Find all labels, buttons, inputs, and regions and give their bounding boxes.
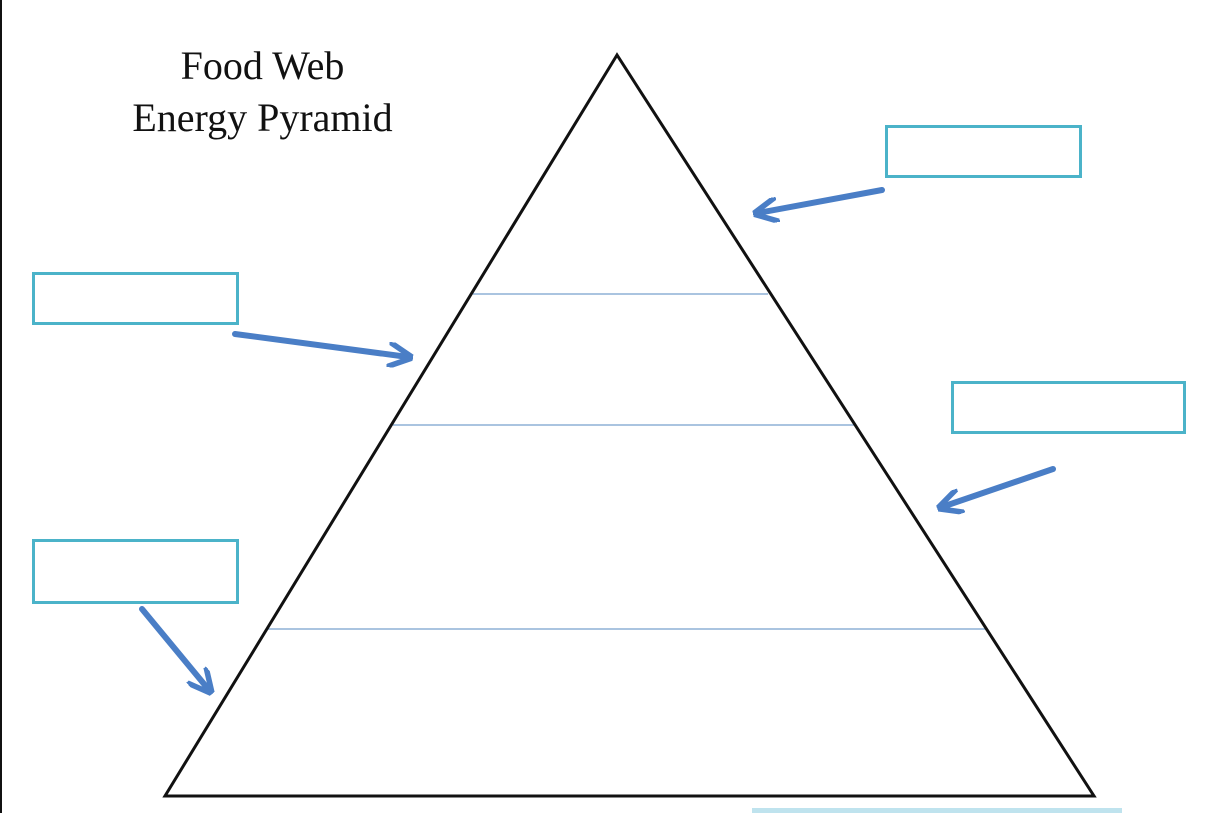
page-left-border	[0, 0, 2, 813]
label-box-middle-right[interactable]	[951, 381, 1186, 434]
pyramid-outline	[162, 52, 1097, 798]
arrow-top-right	[758, 187, 885, 213]
label-box-lower-left[interactable]	[32, 539, 239, 604]
title-line-2: Energy Pyramid	[132, 95, 393, 140]
diagram-title: Food Web Energy Pyramid	[100, 40, 425, 144]
label-box-top-right[interactable]	[885, 125, 1082, 178]
title-line-1: Food Web	[180, 43, 345, 88]
arrow-middle-right	[942, 466, 1056, 507]
cropped-box-edge	[752, 808, 1122, 813]
arrow-lower-left	[139, 606, 209, 690]
arrow-upper-left	[232, 331, 408, 357]
label-box-upper-left[interactable]	[32, 272, 239, 325]
